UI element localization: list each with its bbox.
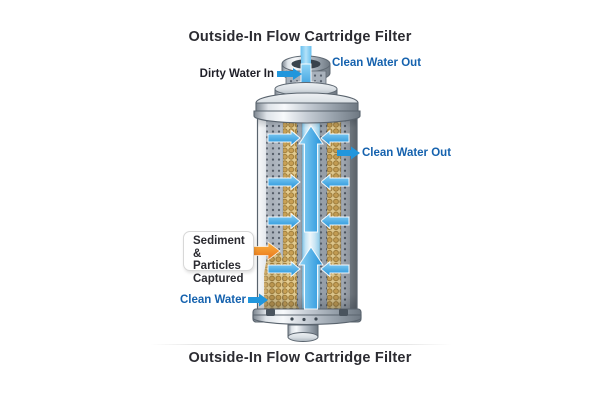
bottom-title: Outside-In Flow Cartridge Filter xyxy=(188,350,412,366)
flow-arrows xyxy=(267,125,350,310)
clean-water-arrow xyxy=(248,293,268,307)
clean-water-out-side-label: Clean Water Out xyxy=(362,146,452,159)
sediment-callout-line-1: Sediment & xyxy=(193,235,245,260)
base-assembly xyxy=(252,308,362,342)
sediment-callout-line-2: Particles xyxy=(193,260,241,272)
dirty-water-in-arrow xyxy=(277,68,302,80)
label-arrows xyxy=(248,68,360,307)
inward-arrow-left-3 xyxy=(267,212,301,230)
base-notch-left xyxy=(266,309,275,316)
inward-arrow-right-1 xyxy=(320,129,350,147)
top-cap-lip xyxy=(253,110,361,124)
clean-water-label: Clean Water xyxy=(179,293,246,306)
inward-arrow-right-4 xyxy=(320,260,350,278)
sediment-callout-line-3: Captured xyxy=(193,272,244,285)
clean-water-out-top-label: Clean Water Out xyxy=(332,56,422,69)
sediment-captured-callout: Sediment & Particles Captured xyxy=(183,231,254,285)
core-up-arrow-bottom xyxy=(298,246,324,310)
dirty-water-in-label: Dirty Water In xyxy=(199,67,274,80)
clean-water-out-side-arrow xyxy=(337,146,360,160)
top-title: Outside-In Flow Cartridge Filter xyxy=(188,29,412,45)
inward-arrow-right-2 xyxy=(320,173,350,191)
core-up-arrow-top xyxy=(298,125,324,233)
base-notch-right xyxy=(339,309,348,316)
inward-arrow-left-2 xyxy=(267,173,301,191)
inward-arrow-left-1 xyxy=(267,129,301,147)
inward-arrow-right-3 xyxy=(320,212,350,230)
inward-arrow-left-4 xyxy=(267,260,301,278)
divider-line xyxy=(150,344,452,345)
